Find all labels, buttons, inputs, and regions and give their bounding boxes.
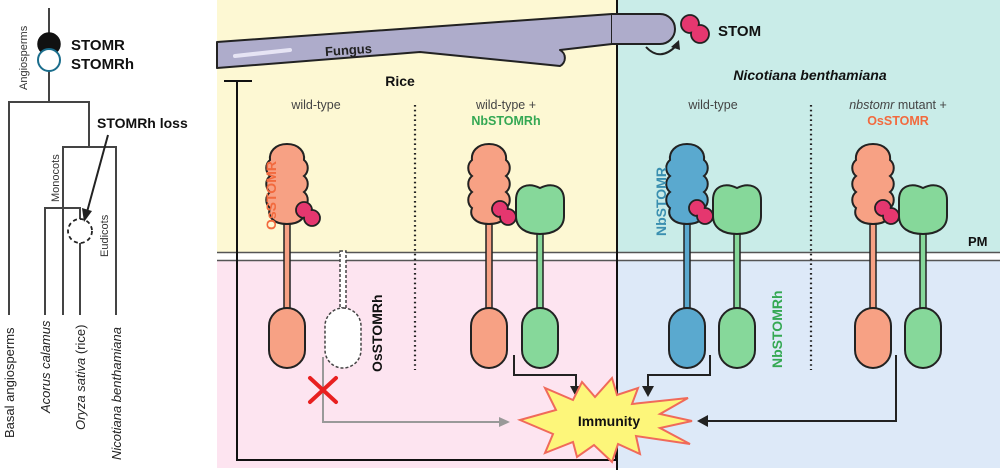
fungus-label: Fungus (325, 41, 373, 59)
pm-label: PM (968, 234, 988, 249)
legend-stomr: STOMR (71, 37, 125, 54)
stomr-node-icon (37, 32, 61, 72)
nb-wt-nbstomrh-receptor (712, 184, 762, 369)
plasma-membrane (217, 251, 1000, 262)
nb-col2-osstomr-receptor (851, 143, 895, 369)
blocked-x-icon (308, 376, 338, 404)
rice-col1-header: wild-type (290, 98, 340, 112)
nb-wt-signal-arrow (642, 355, 711, 397)
nb-title: Nicotiana benthamiana (733, 67, 886, 83)
nb-col2-highlight: OsSTOMR (867, 114, 929, 128)
label-osstomrh: OsSTOMRh (369, 294, 385, 372)
rice-col2-osstomr-receptor (467, 143, 511, 369)
taxon-nicotiana-benthamiana: Nicotiana benthamiana (109, 327, 124, 460)
nb-col2-header-rest: mutant + (894, 98, 946, 112)
taxon-oryza-suffix: (rice) (73, 325, 88, 358)
rice-wt-osstomr-receptor (265, 143, 321, 369)
nb-col2-signal-arrow (697, 355, 897, 427)
rice-col2-highlight: NbSTOMRh (471, 114, 540, 128)
stom-label: STOM (718, 23, 761, 40)
clade-label-angiosperms: Angiosperms (18, 25, 30, 90)
nb-col2-header: nbstomr mutant + (849, 98, 947, 112)
taxon-acorus-calamus: Acorus calamus (38, 320, 53, 414)
immunity-burst-icon (516, 375, 693, 464)
nb-col1-header: wild-type (687, 98, 737, 112)
rice-col2-nbstomrh-receptor (515, 184, 565, 369)
rice-title: Rice (385, 73, 415, 89)
inhibition-line (224, 80, 617, 461)
immunity-label: Immunity (578, 413, 640, 429)
blocked-signal-arrow (322, 357, 510, 427)
rice-wt-osstomrh-absent (324, 250, 362, 369)
nb-col2-header-italic: nbstomr (849, 98, 895, 112)
clade-label-monocots: Monocots (50, 154, 62, 202)
label-nbstomr: NbSTOMR (653, 167, 669, 236)
label-osstomr: OsSTOMR (263, 161, 279, 230)
loss-arrow-icon (82, 134, 109, 222)
loss-label: STOMRh loss (97, 115, 188, 131)
stomrh-loss-node-icon (67, 218, 93, 244)
stom-effector-icon (680, 14, 710, 44)
clade-label-eudicots: Eudicots (99, 214, 111, 257)
secretion-arrow-icon (645, 45, 677, 56)
taxon-basal-angiosperms: Basal angiosperms (2, 327, 17, 438)
secretion-arrowhead-icon (671, 40, 680, 50)
legend-stomrh: STOMRh (71, 56, 134, 73)
nb-wt-nbstomr-receptor (665, 143, 709, 369)
nb-col2-nbstomrh-receptor (898, 184, 948, 369)
fungus-hypha-icon (216, 13, 676, 69)
taxon-oryza-sativa: Oryza sativa (rice) (73, 325, 88, 430)
rice-col2-header: wild-type + (475, 98, 536, 112)
taxon-oryza-name: Oryza sativa (73, 358, 88, 430)
label-nbstomrh: NbSTOMRh (769, 290, 785, 368)
